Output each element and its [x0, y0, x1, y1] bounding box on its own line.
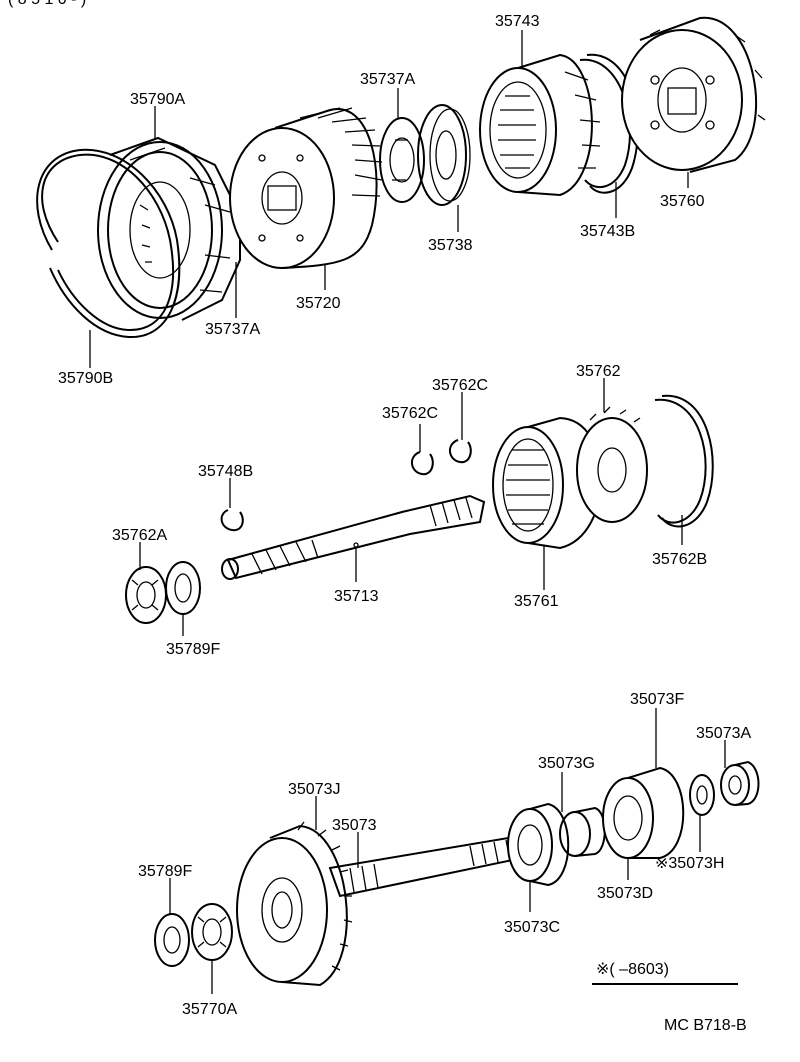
leader-lines-bottom [169, 708, 726, 994]
label-35770a: 35770A [182, 1001, 237, 1018]
shaft-35073 [328, 834, 524, 898]
snap-ring-35743b [579, 53, 639, 194]
footnote-applicability: ※( –8603) [596, 961, 669, 978]
label-35073h: ※35073H [655, 855, 724, 872]
leader-lines-mid [139, 378, 683, 636]
label-35760: 35760 [660, 193, 705, 210]
thrust-washer-35737a [379, 117, 425, 203]
bearing-35073d [602, 777, 654, 859]
label-35762a: 35762A [112, 527, 167, 544]
bearing-35073c [507, 802, 570, 887]
label-35762c-a: 35762C [382, 405, 438, 422]
label-35073f: 35073F [630, 691, 684, 708]
label-35737a-top: 35737A [360, 71, 415, 88]
nut-35073a [720, 760, 760, 806]
snap-ring-35748b [220, 509, 244, 532]
label-35073: 35073 [332, 817, 377, 834]
label-35789f-mid: 35789F [166, 641, 220, 658]
snap-ring-35790b [36, 148, 181, 339]
leader-lines-top [89, 30, 689, 368]
clutch-drum-35073j [236, 821, 353, 987]
label-35762c-b: 35762C [432, 377, 488, 394]
bearing-race-35073f [627, 766, 685, 859]
label-35073j: 35073J [288, 781, 341, 798]
washer-35789f-bottom [154, 913, 190, 967]
thrust-bearing-35770a [191, 903, 233, 961]
sun-gear-35762 [576, 406, 648, 523]
label-35748b: 35748B [198, 463, 253, 480]
label-35737a-bottom: 35737A [205, 321, 260, 338]
label-35743b: 35743B [580, 223, 635, 240]
label-35762: 35762 [576, 363, 621, 380]
input-shaft-35713 [221, 494, 486, 580]
label-35789f-bottom: 35789F [138, 863, 192, 880]
washer-35073h [689, 774, 715, 816]
carrier-drum-35760 [621, 16, 766, 173]
label-35073c: 35073C [504, 919, 560, 936]
label-35738: 35738 [428, 237, 473, 254]
thrust-bearing-35762a [125, 566, 167, 624]
ring-gear-35743 [479, 53, 601, 197]
snap-ring-35762c-a [411, 451, 434, 476]
label-35761: 35761 [514, 593, 559, 610]
washer-35789f-mid [165, 561, 201, 615]
label-35713: 35713 [334, 588, 379, 605]
clutch-drum-35790a [97, 136, 241, 321]
label-35743: 35743 [495, 13, 540, 30]
snap-ring-35762b [654, 394, 714, 528]
label-35073g: 35073G [538, 755, 595, 772]
snap-ring-35762c-b [449, 439, 472, 464]
header-cut-text: ( 8 5 1 0 - ) [8, 0, 86, 8]
label-35720: 35720 [296, 295, 341, 312]
label-35073a: 35073A [696, 725, 751, 742]
sun-gear-drum-35720 [229, 107, 383, 269]
thrust-bearing-35738 [417, 104, 471, 206]
label-35790b: 35790B [58, 370, 113, 387]
label-35762b: 35762B [652, 551, 707, 568]
label-35790a: 35790A [130, 91, 185, 108]
label-35073d: 35073D [597, 885, 653, 902]
diagram-code: MC B718-B [664, 1017, 747, 1034]
